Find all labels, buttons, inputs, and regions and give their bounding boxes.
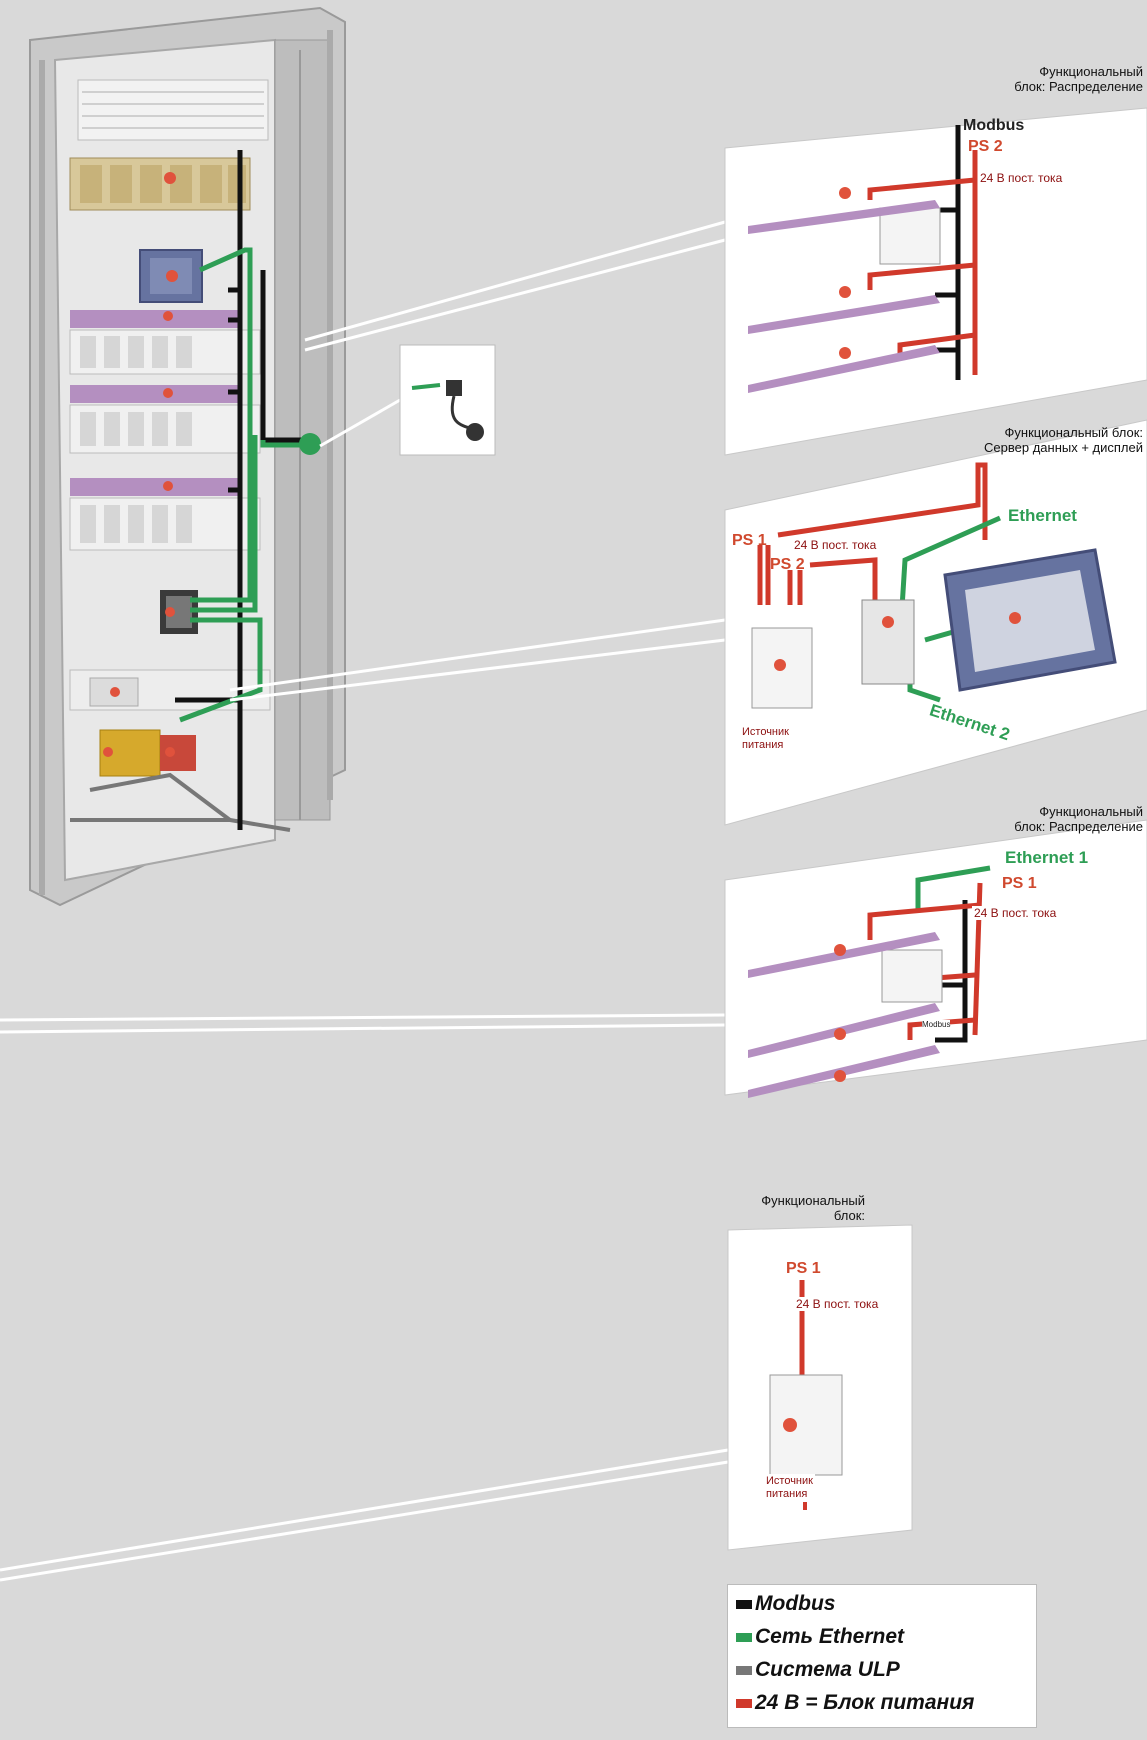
source-line: Источник: [766, 1475, 813, 1488]
voltage-label: 24 В пост. тока: [978, 171, 1064, 185]
ps-label: PS 2: [968, 138, 1003, 156]
legend-item-ulp: Система ULP: [736, 1655, 900, 1685]
panel-distribution-1: [725, 108, 1147, 455]
voltage-label: 24 В пост. тока: [972, 906, 1058, 920]
block-title-line: Функциональный: [760, 1193, 865, 1208]
source-line: питания: [742, 739, 789, 752]
legend-swatch: [736, 1666, 752, 1675]
legend-swatch: [736, 1600, 752, 1609]
source-line: Источник: [742, 726, 789, 739]
cable-callout: [400, 345, 495, 455]
panel-server-display: [725, 420, 1147, 825]
legend: Modbus Сеть Ethernet Система ULP 24 В = …: [727, 1584, 1037, 1728]
power-supply-module: [770, 1375, 842, 1475]
legend-item-power: 24 В = Блок питания: [736, 1688, 974, 1718]
legend-item-ethernet: Сеть Ethernet: [736, 1622, 904, 1652]
power-source-label: Источник питания: [740, 725, 791, 753]
modbus-small-label: Modbus: [922, 1020, 950, 1029]
legend-label: 24 В = Блок питания: [755, 1691, 974, 1715]
source-line: питания: [766, 1488, 813, 1501]
block-title: Функциональный блок:: [760, 1193, 865, 1223]
block-title-line: Сервер данных + дисплей: [984, 440, 1143, 455]
voltage-label: 24 В пост. тока: [792, 538, 878, 552]
legend-label: Сеть Ethernet: [755, 1625, 904, 1649]
ps-label: PS 1: [1002, 875, 1037, 893]
block-title: Функциональный блок: Распределение: [1014, 804, 1143, 834]
breaker-rows: [70, 310, 260, 550]
block-title-line: Функциональный блок:: [984, 425, 1143, 440]
ps2-label: PS 2: [770, 556, 805, 574]
ethernet-label: Ethernet: [1008, 506, 1077, 526]
block-title: Функциональный блок: Сервер данных + дис…: [984, 425, 1143, 455]
block-title-line: Функциональный: [1014, 64, 1143, 79]
switchboard-cabinet: [30, 8, 345, 905]
block-title-line: блок:: [760, 1208, 865, 1223]
modbus-label: Modbus: [963, 117, 1024, 135]
legend-label: Modbus: [755, 1592, 835, 1616]
power-source-label: Источник питания: [764, 1474, 815, 1502]
legend-label: Система ULP: [755, 1658, 900, 1682]
voltage-label: 24 В пост. тока: [794, 1297, 880, 1311]
legend-swatch: [736, 1699, 752, 1708]
ps-label: PS 1: [786, 1260, 821, 1278]
ethernet-junction: [299, 433, 321, 455]
block-title-line: блок: Распределение: [1014, 819, 1143, 834]
server-module: [862, 600, 914, 684]
block-title-line: блок: Распределение: [1014, 79, 1143, 94]
ps1-label: PS 1: [732, 532, 767, 550]
legend-item-modbus: Modbus: [736, 1589, 835, 1619]
marker-badge: [164, 172, 176, 184]
legend-swatch: [736, 1633, 752, 1642]
block-title-line: Функциональный: [1014, 804, 1143, 819]
block-title: Функциональный блок: Распределение: [1014, 64, 1143, 94]
ethernet1-label: Ethernet 1: [1005, 848, 1088, 868]
